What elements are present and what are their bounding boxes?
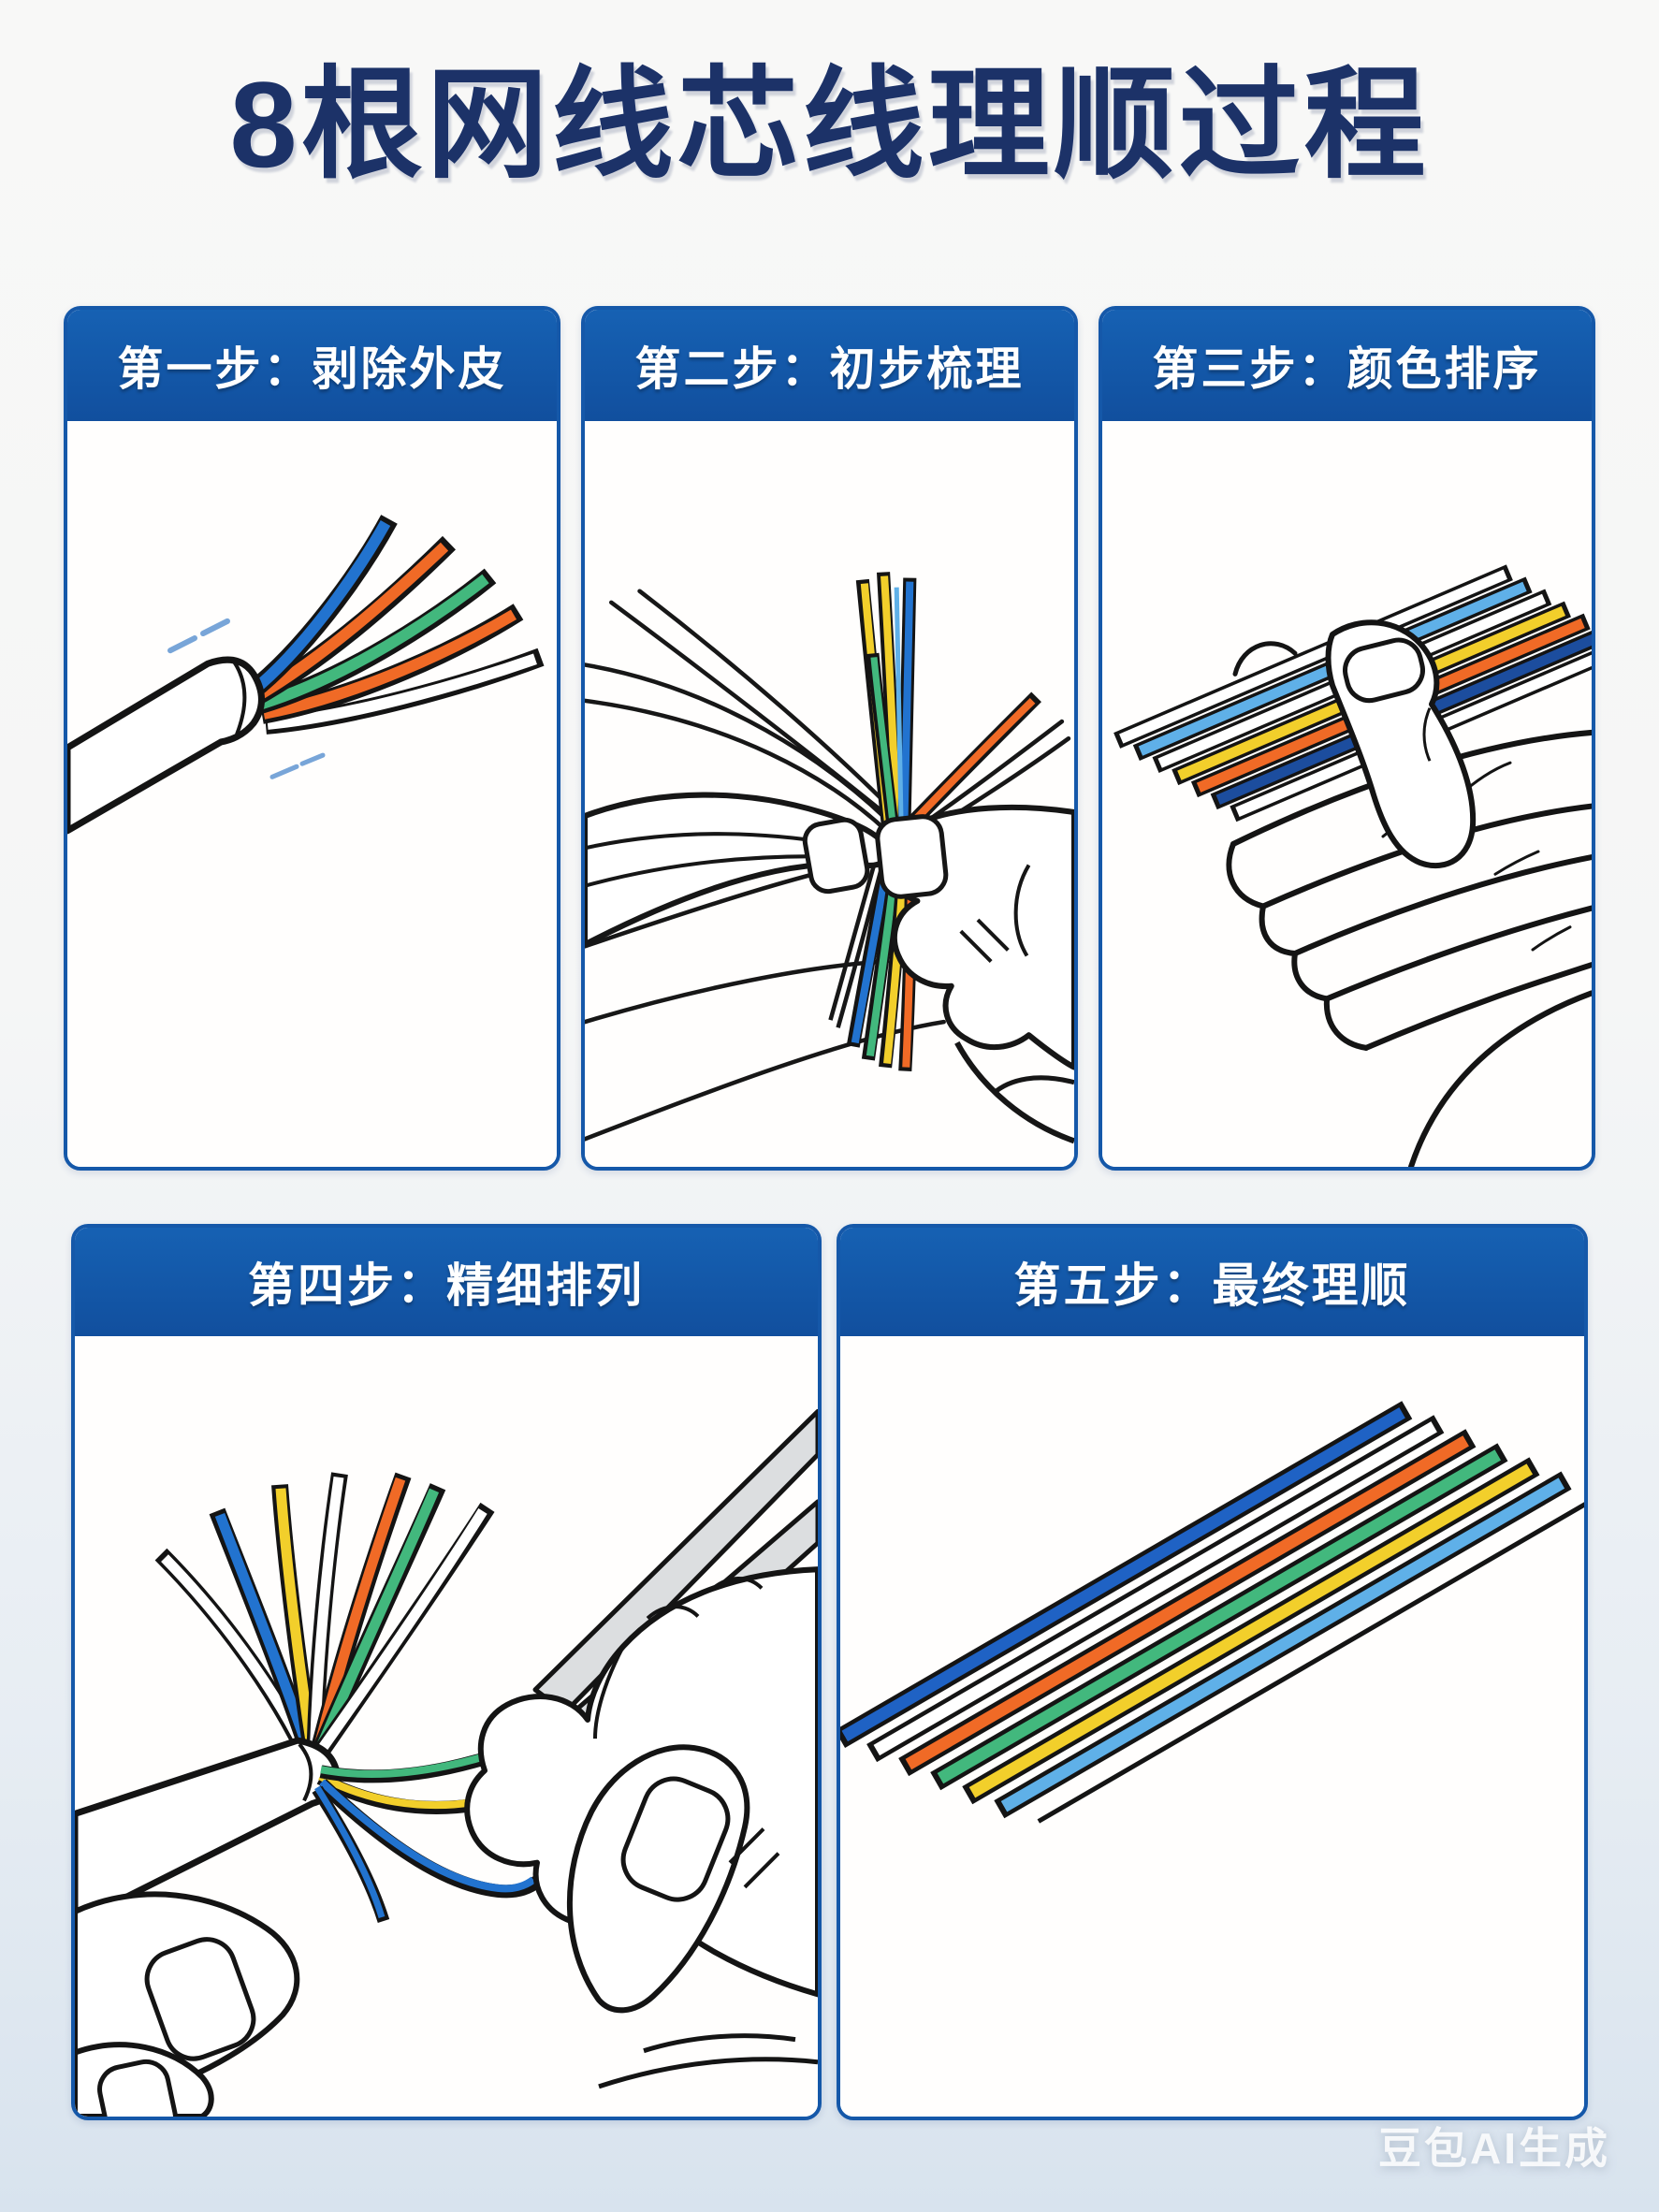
step-5-label: 第五步：最终理顺 bbox=[1013, 1259, 1411, 1312]
step-panel-4: 第四步：精细排列 bbox=[71, 1223, 822, 2120]
step-panel-3: 第三步：颜色排序 bbox=[1099, 305, 1595, 1171]
steps-row-top: 第一步：剥除外皮 bbox=[0, 305, 1659, 1171]
thumb bbox=[1325, 618, 1477, 868]
wire-white bbox=[265, 648, 545, 735]
fingernails bbox=[802, 813, 949, 899]
fingertip-arc bbox=[1232, 640, 1298, 677]
step-4-canvas bbox=[75, 1335, 818, 2117]
right-hand bbox=[464, 1565, 818, 2088]
left-thumb bbox=[75, 1890, 300, 2117]
wire-orange-1 bbox=[250, 535, 456, 706]
final-ribbon bbox=[840, 1400, 1584, 1824]
motion-dashes bbox=[167, 618, 326, 779]
step-1-label: 第一步：剥除外皮 bbox=[117, 343, 507, 395]
page-title: 8根网线芯线理顺过程 bbox=[229, 56, 1430, 193]
tweezers-arranging-illustration bbox=[75, 1408, 818, 2117]
wire-blue bbox=[244, 514, 398, 700]
wire-orange-2 bbox=[260, 603, 524, 724]
step-3-canvas bbox=[1102, 420, 1592, 1167]
stripped-cable-illustration bbox=[67, 514, 545, 834]
fanned-wires bbox=[154, 1471, 495, 1782]
strands-up bbox=[855, 571, 1041, 836]
step-2-header: 第二步：初步梳理 bbox=[585, 309, 1074, 421]
color-sorting-illustration bbox=[1113, 563, 1592, 1167]
wire-green bbox=[255, 568, 497, 714]
step-5-header: 第五步：最终理顺 bbox=[840, 1227, 1584, 1336]
step-4-label: 第四步：精细排列 bbox=[248, 1259, 645, 1312]
step-5-canvas bbox=[840, 1335, 1584, 2117]
step-panel-1: 第一步：剥除外皮 bbox=[64, 305, 560, 1171]
watermark: 豆包AI生成 bbox=[1378, 2124, 1610, 2173]
step-panel-2: 第二步：初步梳理 bbox=[581, 305, 1078, 1171]
final-ribbon-illustration bbox=[840, 1400, 1584, 1824]
step-4-header: 第四步：精细排列 bbox=[75, 1227, 818, 1336]
steps-row-bottom: 第四步：精细排列 bbox=[0, 1223, 1659, 2120]
step-3-header: 第三步：颜色排序 bbox=[1102, 309, 1592, 421]
combing-hands-illustration bbox=[585, 571, 1074, 1143]
step-2-canvas bbox=[585, 420, 1074, 1167]
step-3-label: 第三步：颜色排序 bbox=[1152, 343, 1542, 395]
fanned-wires bbox=[244, 514, 545, 735]
step-2-label: 第二步：初步梳理 bbox=[634, 343, 1025, 395]
step-panel-5: 第五步：最终理顺 bbox=[837, 1223, 1588, 2120]
cable-sheath bbox=[75, 1737, 341, 1927]
step-1-canvas bbox=[67, 420, 557, 1167]
step-1-header: 第一步：剥除外皮 bbox=[67, 309, 557, 421]
cable-sheath bbox=[67, 656, 265, 834]
